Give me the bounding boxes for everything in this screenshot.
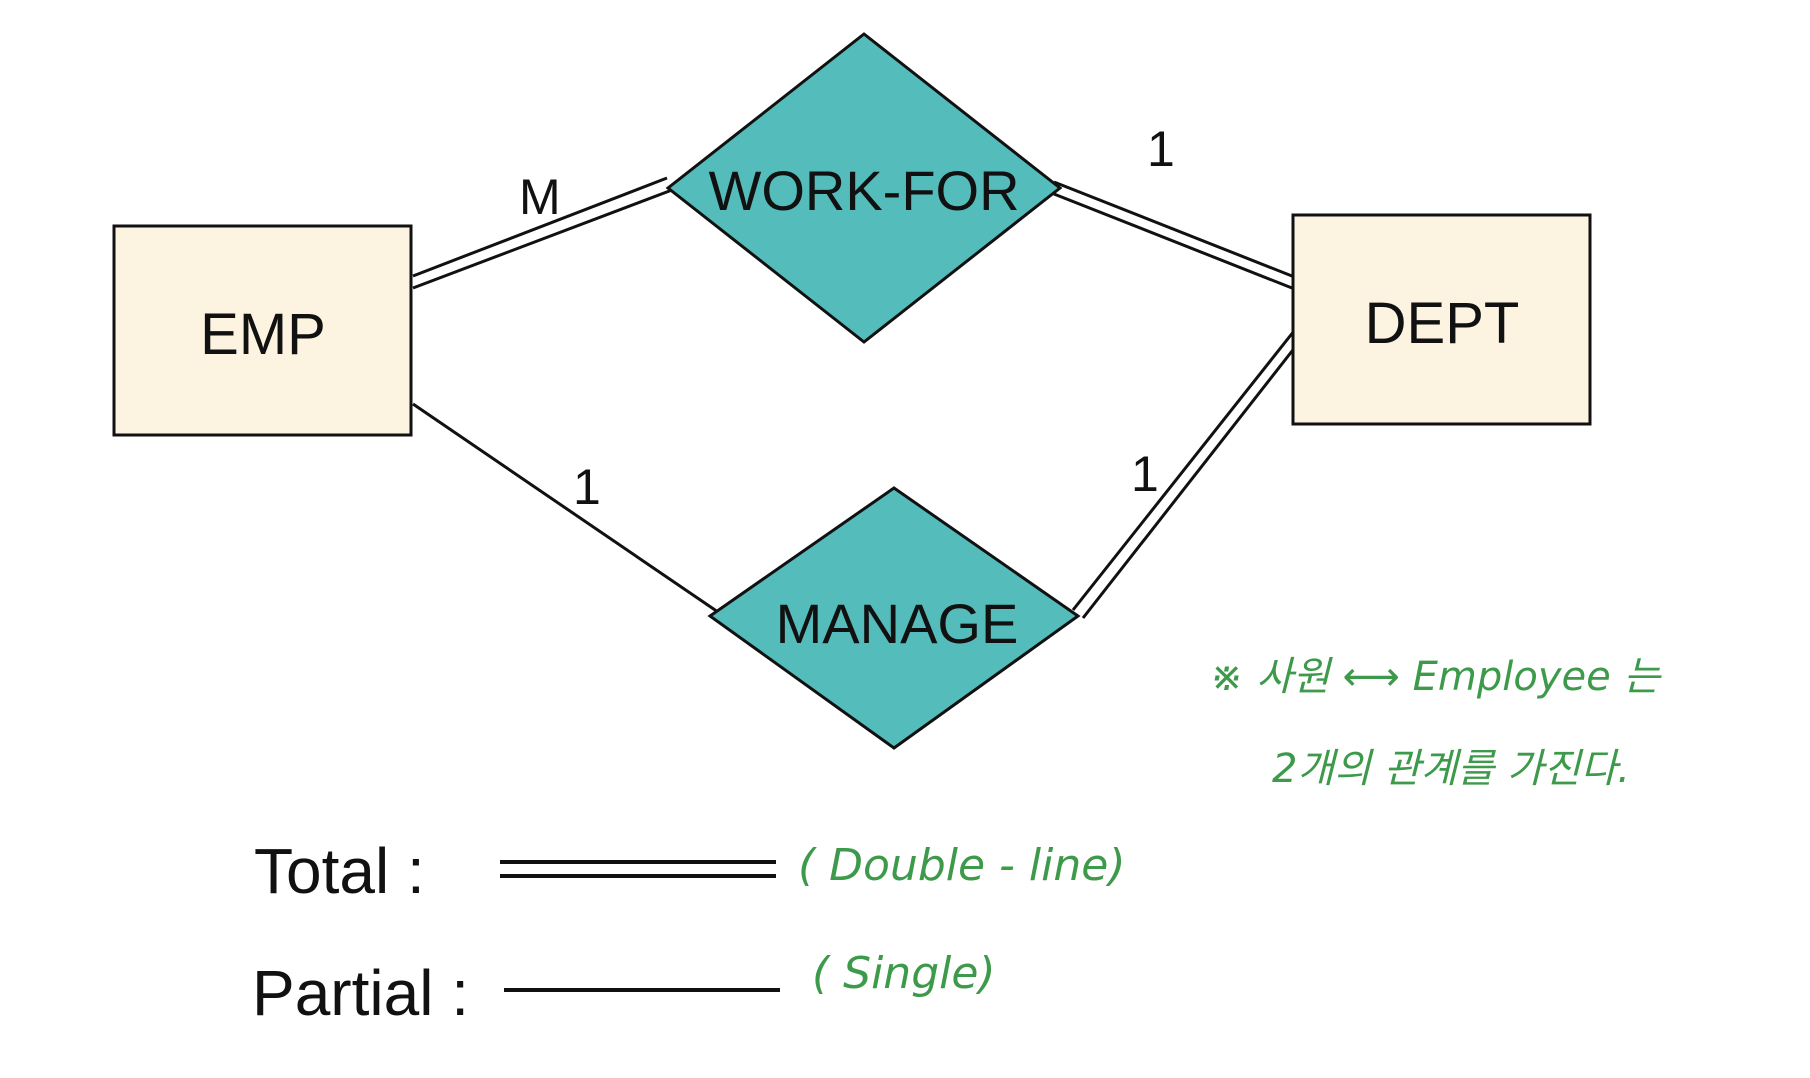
handwritten-note: ※ 사원 ⟷ Employee 는 2개의 관계를 가진다. — [1210, 654, 1662, 792]
legend-total-label: Total : — [254, 835, 425, 907]
legend-partial-label: Partial : — [252, 957, 469, 1029]
workfor-dept-connector — [1053, 180, 1293, 290]
note-line-1: ※ 사원 ⟷ Employee 는 — [1210, 654, 1662, 700]
manage-dept-connector — [1071, 330, 1298, 619]
legend-total-double-line — [500, 860, 776, 878]
emp-workfor-connector — [412, 176, 673, 290]
relationship-work-for-label: WORK-FOR — [708, 159, 1019, 222]
note-line-2: 2개의 관계를 가진다. — [1272, 746, 1630, 792]
entity-dept: DEPT — [1291, 213, 1592, 426]
relationship-manage: MANAGE — [707, 486, 1081, 750]
emp-manage-connector — [412, 402, 719, 614]
relationship-work-for: WORK-FOR — [665, 32, 1063, 344]
cardinality-dept-manage: 1 — [1131, 446, 1159, 502]
cardinality-emp-work-for: M — [519, 169, 561, 225]
entity-emp: EMP — [112, 224, 413, 437]
entity-emp-label: EMP — [200, 302, 326, 367]
legend-partial-note: ( Single) — [812, 948, 996, 999]
cardinality-dept-work-for: 1 — [1147, 121, 1175, 177]
legend: Total : ( Double - line) Partial : ( Sin… — [252, 835, 1126, 1029]
relationship-manage-label: MANAGE — [776, 592, 1019, 655]
cardinality-emp-manage: 1 — [573, 459, 601, 515]
legend-total-note: ( Double - line) — [798, 840, 1126, 891]
entity-dept-label: DEPT — [1365, 291, 1520, 356]
